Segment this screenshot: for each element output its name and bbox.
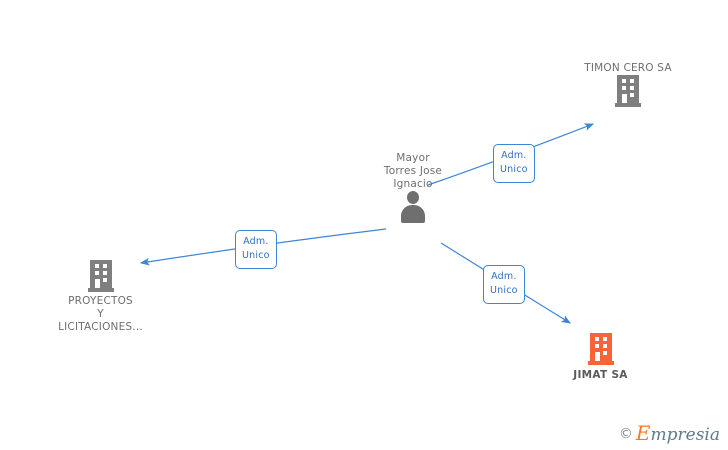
relation-badge-timon-cero-sa[interactable]: Adm. Unico [493, 144, 535, 183]
brand-wordmark: Empresia [636, 423, 720, 444]
company-node-timon-cero-sa[interactable]: TIMON CERO SA [573, 62, 683, 107]
building-icon [87, 260, 114, 292]
copyright-symbol: © [618, 425, 633, 442]
company-label-jimat-sa: JIMAT SA [573, 369, 628, 381]
person-icon [398, 191, 428, 223]
relation-badge-proyectos-y-licitaciones[interactable]: Adm. Unico [235, 230, 277, 269]
company-node-proyectos-y-licitaciones[interactable]: PROYECTOS Y LICITACIONES... [43, 260, 158, 334]
building-icon [587, 333, 614, 365]
person-node-label: Mayor Torres Jose Ignacio [383, 152, 443, 190]
watermark-empresia: © Empresia [619, 423, 720, 444]
building-icon [615, 75, 641, 107]
company-label-proyectos-y-licitaciones: PROYECTOS Y LICITACIONES... [58, 295, 143, 333]
company-label-timon-cero-sa: TIMON CERO SA [584, 62, 672, 74]
brand-initial: E [635, 421, 651, 445]
company-node-jimat-sa[interactable]: JIMAT SA [548, 333, 653, 382]
brand-rest: mpresia [650, 425, 721, 445]
person-node[interactable]: Mayor Torres Jose Ignacio [363, 152, 463, 223]
relation-badge-jimat-sa[interactable]: Adm. Unico [483, 265, 525, 304]
